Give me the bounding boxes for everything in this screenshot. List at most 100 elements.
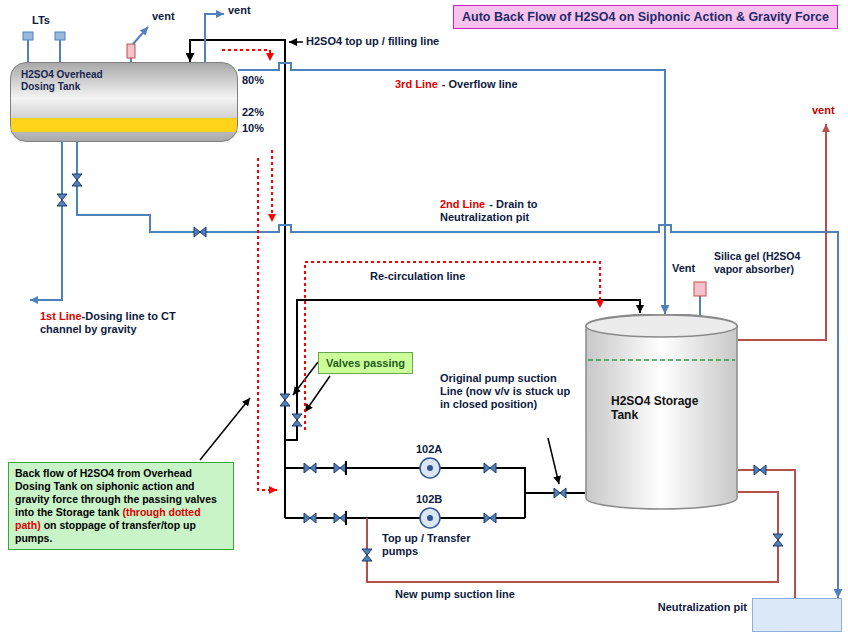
pipe-label: Vent <box>672 262 695 274</box>
pipe-line <box>190 40 585 493</box>
pipe-label: vent <box>152 10 175 22</box>
pump-symbol <box>427 465 433 471</box>
valve-symbol <box>194 227 206 237</box>
valve-symbol <box>292 414 302 426</box>
label-group: Original pump suction Line (now v/v is s… <box>440 372 575 411</box>
pipe-line <box>238 63 665 314</box>
label-group: 2nd Line- Drain to Neutralization pit <box>440 198 568 224</box>
pump-symbol <box>420 508 440 528</box>
label-group: Vent <box>672 262 695 275</box>
storage-tank: H2SO4 Storage Tank <box>585 314 738 510</box>
label-group: H2SO4 top up / filling line <box>306 35 439 48</box>
node-text-block: Valves passing <box>326 356 405 370</box>
dotted-path <box>222 50 270 61</box>
pump-symbol <box>420 458 440 478</box>
node-text: on stoppage of transfer/top up pumps. <box>15 519 196 544</box>
silica-gel-absorber <box>694 282 706 296</box>
leader-arrow <box>289 41 303 43</box>
valve-symbol <box>484 513 496 523</box>
label-group: LTs <box>32 14 50 27</box>
pipe-label: Silica gel (H2SO4 vapor absorber) <box>714 250 800 275</box>
label-group: vent <box>152 10 175 23</box>
label-group: vent <box>228 4 251 17</box>
pipe-label: New pump suction line <box>395 588 515 600</box>
valve-symbol <box>362 549 372 561</box>
label-group: New pump suction line <box>395 588 515 601</box>
vent-absorber <box>127 44 135 58</box>
node-text-block: Back flow of H2SO4 from Overhead Dosing … <box>15 467 227 545</box>
valve-symbol <box>754 465 766 475</box>
transmitter-stem <box>27 40 29 62</box>
storage-vent-line <box>738 124 826 340</box>
pipe-label: Top up / Transfer pumps <box>382 532 470 557</box>
leader-arrow <box>293 362 318 395</box>
valve-symbol <box>57 194 67 206</box>
node-text-block: H2SO4 Storage Tank <box>611 394 711 422</box>
label-group: 102B <box>416 493 442 506</box>
pipe-line <box>738 470 795 598</box>
pipe-label: - Overflow line <box>442 78 518 90</box>
leader-arrow <box>200 398 250 460</box>
pipe-label: LTs <box>32 14 50 26</box>
dosing-tank-vents <box>127 14 224 62</box>
pump-manifold <box>285 458 525 528</box>
transmitter-head <box>55 32 65 40</box>
valve-symbol <box>484 463 496 473</box>
node-text: Valves passing <box>326 357 405 369</box>
valve-symbol <box>554 488 566 498</box>
pipe-label: 2nd Line <box>440 198 485 210</box>
pipe-label: H2SO4 top up / filling line <box>306 35 439 47</box>
valve-symbol <box>304 513 316 523</box>
label-group: 102A <box>416 443 442 456</box>
node-text-block: H2SO4 Overhead Dosing Tank <box>21 69 131 93</box>
pipe-label: vent <box>812 104 835 116</box>
node-text: Neutralization pit <box>658 601 747 613</box>
dotted-path <box>305 262 600 430</box>
transmitter-head <box>23 32 33 40</box>
pipe-label: 102B <box>416 493 442 505</box>
vent-stem <box>699 296 701 316</box>
pipe-label: 80% <box>242 74 264 86</box>
red-pipes <box>367 124 826 582</box>
valve-symbol <box>304 463 316 473</box>
check-valve <box>334 513 346 523</box>
label-group: 1st Line-Dosing line to CT channel by gr… <box>40 310 182 336</box>
pipe-label: 3rd Line <box>395 78 438 90</box>
level-line <box>588 359 735 361</box>
label-group: vent <box>812 104 835 117</box>
pipe-label: Re-circulation line <box>370 270 465 282</box>
leader-arrow <box>548 438 559 484</box>
pipe-label: vent <box>228 4 251 16</box>
label-group: 80% <box>242 74 264 87</box>
label-group: 3rd Line - Overflow line <box>395 78 518 91</box>
tank-body <box>586 314 737 509</box>
check-valve <box>345 511 347 525</box>
back-flow-dotted-path <box>222 50 600 490</box>
vent-pipe <box>205 14 224 62</box>
pipe-label: Original pump suction Line (now v/v is s… <box>440 372 570 410</box>
valve-symbol <box>773 534 783 546</box>
check-valve <box>345 461 347 475</box>
pipe-label: 1st Line <box>40 310 82 322</box>
tank-top <box>586 315 737 337</box>
valve-symbol <box>280 394 290 406</box>
transmitter-stem <box>59 40 61 62</box>
neutralization-pit: Neutralization pit <box>752 598 842 632</box>
vent-arrow <box>133 27 148 44</box>
dosing-tank: H2SO4 Overhead Dosing Tank <box>10 62 238 142</box>
dotted-path <box>271 150 273 222</box>
valve-symbol <box>72 174 82 186</box>
note-box: Back flow of H2SO4 from Overhead Dosing … <box>8 462 234 550</box>
storage-tank-vent <box>694 282 706 316</box>
pump-symbol <box>427 515 433 521</box>
check-valve <box>334 463 346 473</box>
dosing-line <box>30 142 62 300</box>
label-group: 22% <box>242 106 264 119</box>
tank-outline <box>585 314 738 510</box>
suction-header <box>524 468 526 518</box>
discharge-header <box>284 468 286 518</box>
dotted-path <box>258 158 277 490</box>
title-banner: Auto Back Flow of H2SO4 on Siphonic Acti… <box>453 5 838 29</box>
leader-arrow <box>305 376 330 412</box>
